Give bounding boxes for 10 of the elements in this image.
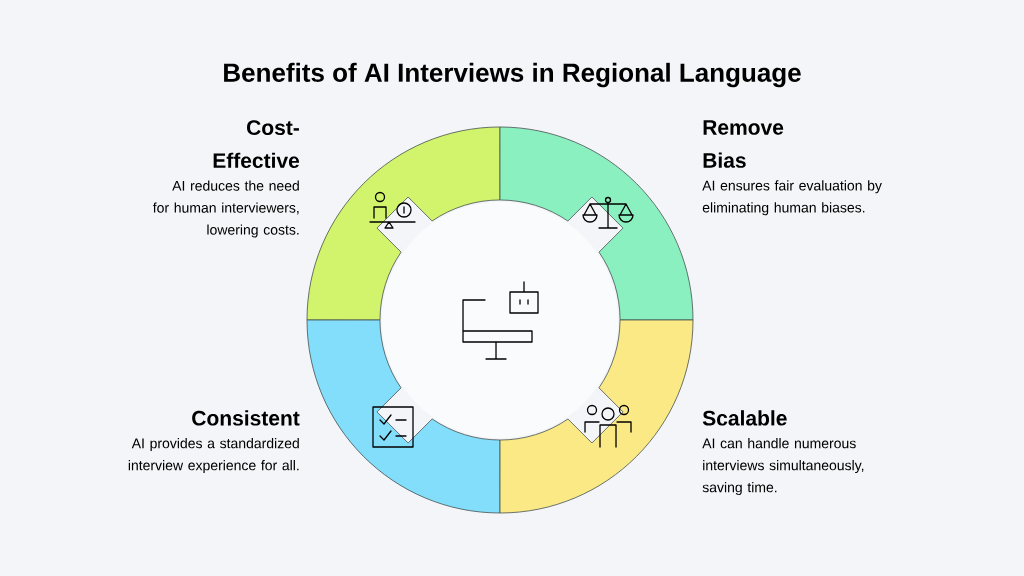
description: AI ensures fair evaluation by eliminating human biases. (702, 180, 882, 216)
title: Benefits of AI Interviews in Regional Language (224, 62, 801, 88)
heading: Cost-Effective (213, 120, 300, 169)
heading: Consistent (192, 410, 300, 426)
description: AI reduces the need for human interviewers, lowering costs. (152, 180, 299, 238)
description: AI can handle numerous interviews simultaneously, saving time. (702, 438, 864, 496)
heading: Remove Bias (703, 120, 784, 168)
heading: Scalable (702, 410, 787, 426)
center-circle (382, 202, 618, 438)
description: AI provides a standardized interview experience for all. (128, 438, 299, 474)
